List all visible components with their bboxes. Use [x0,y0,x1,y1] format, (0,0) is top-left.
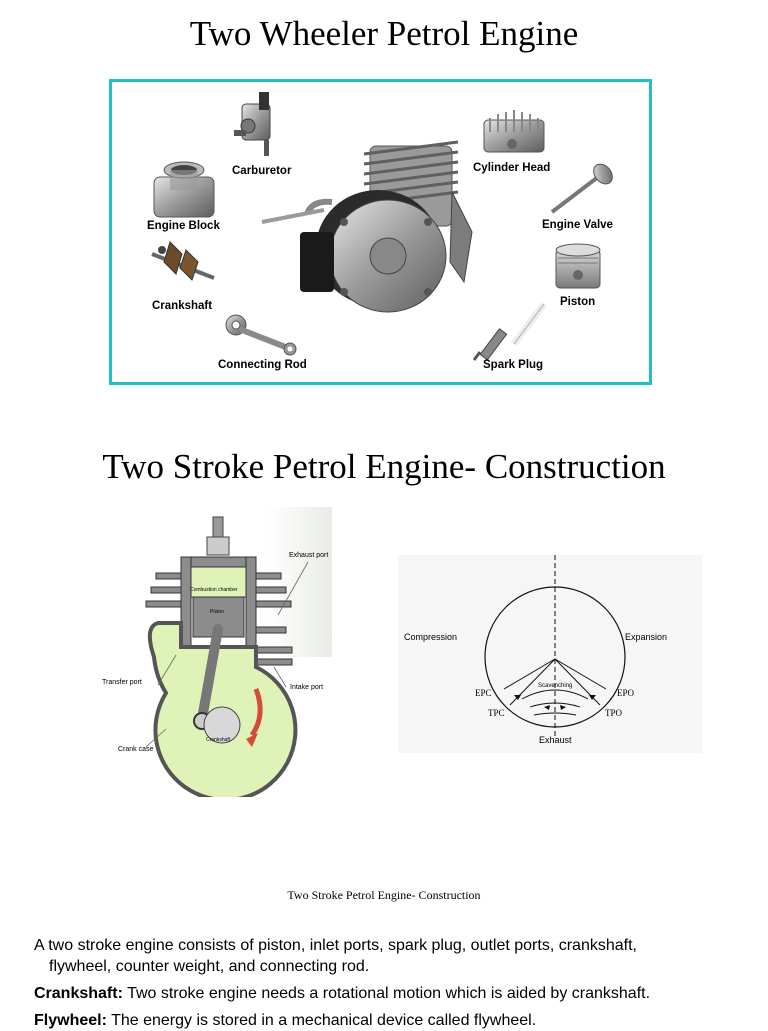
compression-label: Compression [404,632,458,642]
connecting-rod-label: Connecting Rod [218,359,307,371]
piston-icon [555,243,601,289]
crankshaft-description: Two stroke engine needs a rotational mot… [122,985,651,1002]
crank-case-label: Crank case [118,746,154,753]
exhaust-port-label: Exhaust port [289,552,329,559]
piston-diagram-label: Piston [210,609,224,615]
expansion-label: Expansion [625,632,668,642]
carburetor-icon [234,92,271,156]
cylinder-head-icon [483,110,545,153]
engine-block-icon [153,161,215,218]
page-title: Two Wheeler Petrol Engine [189,14,579,53]
engine-icon [261,140,473,313]
crankshaft-diagram-label: Crankshaft [206,737,231,743]
flywheel-description: The energy is stored in a mechanical dev… [106,1012,537,1029]
epc-label: EPC [475,688,492,698]
intro-line-1: A two stroke engine consists of piston, … [34,937,637,954]
crankshaft-paragraph: Crankshaft: Two stroke engine needs a ro… [34,983,734,1004]
cylinder-head-label: Cylinder Head [473,162,551,174]
crankshaft-term: Crankshaft: [34,985,123,1002]
tpc-label: TPC [488,708,505,718]
engine-parts-illustration [151,92,613,361]
intake-port-label: Intake port [290,684,324,691]
port-timing-diagram: Compression Expansion EPC EPO TPC TPO Sc… [398,555,702,753]
two-stroke-engine-diagram: Exhaust port Combustion chamber Piston T… [96,507,332,802]
engine-valve-label: Engine Valve [542,219,613,231]
epo-label: EPO [617,688,635,698]
section-title: Two Stroke Petrol Engine- Construction [102,447,666,486]
exhaust-label: Exhaust [539,735,572,745]
combustion-chamber-label: Combustion chamber [190,587,238,593]
flywheel-paragraph: Flywheel: The energy is stored in a mech… [34,1010,734,1031]
figure-caption: Two Stroke Petrol Engine- Construction [287,888,481,902]
spark-plug-label: Spark Plug [483,359,544,371]
engine-parts-figure: Carburetor Cylinder Head Engine Block En… [109,79,652,385]
piston-label: Piston [560,296,596,308]
engine-cross-section [145,507,332,802]
intro-paragraph: A two stroke engine consists of piston, … [34,935,734,977]
timing-circle [398,555,702,753]
crankshaft-label: Crankshaft [152,300,213,312]
spark-plug-icon [472,301,547,361]
transfer-port-label: Transfer port [102,679,142,686]
crankshaft-icon [151,241,215,281]
connecting-rod-icon [225,314,297,356]
flywheel-term: Flywheel: [34,1012,107,1029]
tpo-label: TPO [605,708,623,718]
engine-block-label: Engine Block [147,220,220,232]
scavenching-label: Scavenching [538,683,573,689]
carburetor-label: Carburetor [232,165,292,177]
intro-line-2: flywheel, counter weight, and connecting… [49,958,370,975]
engine-valve-icon [550,163,613,214]
